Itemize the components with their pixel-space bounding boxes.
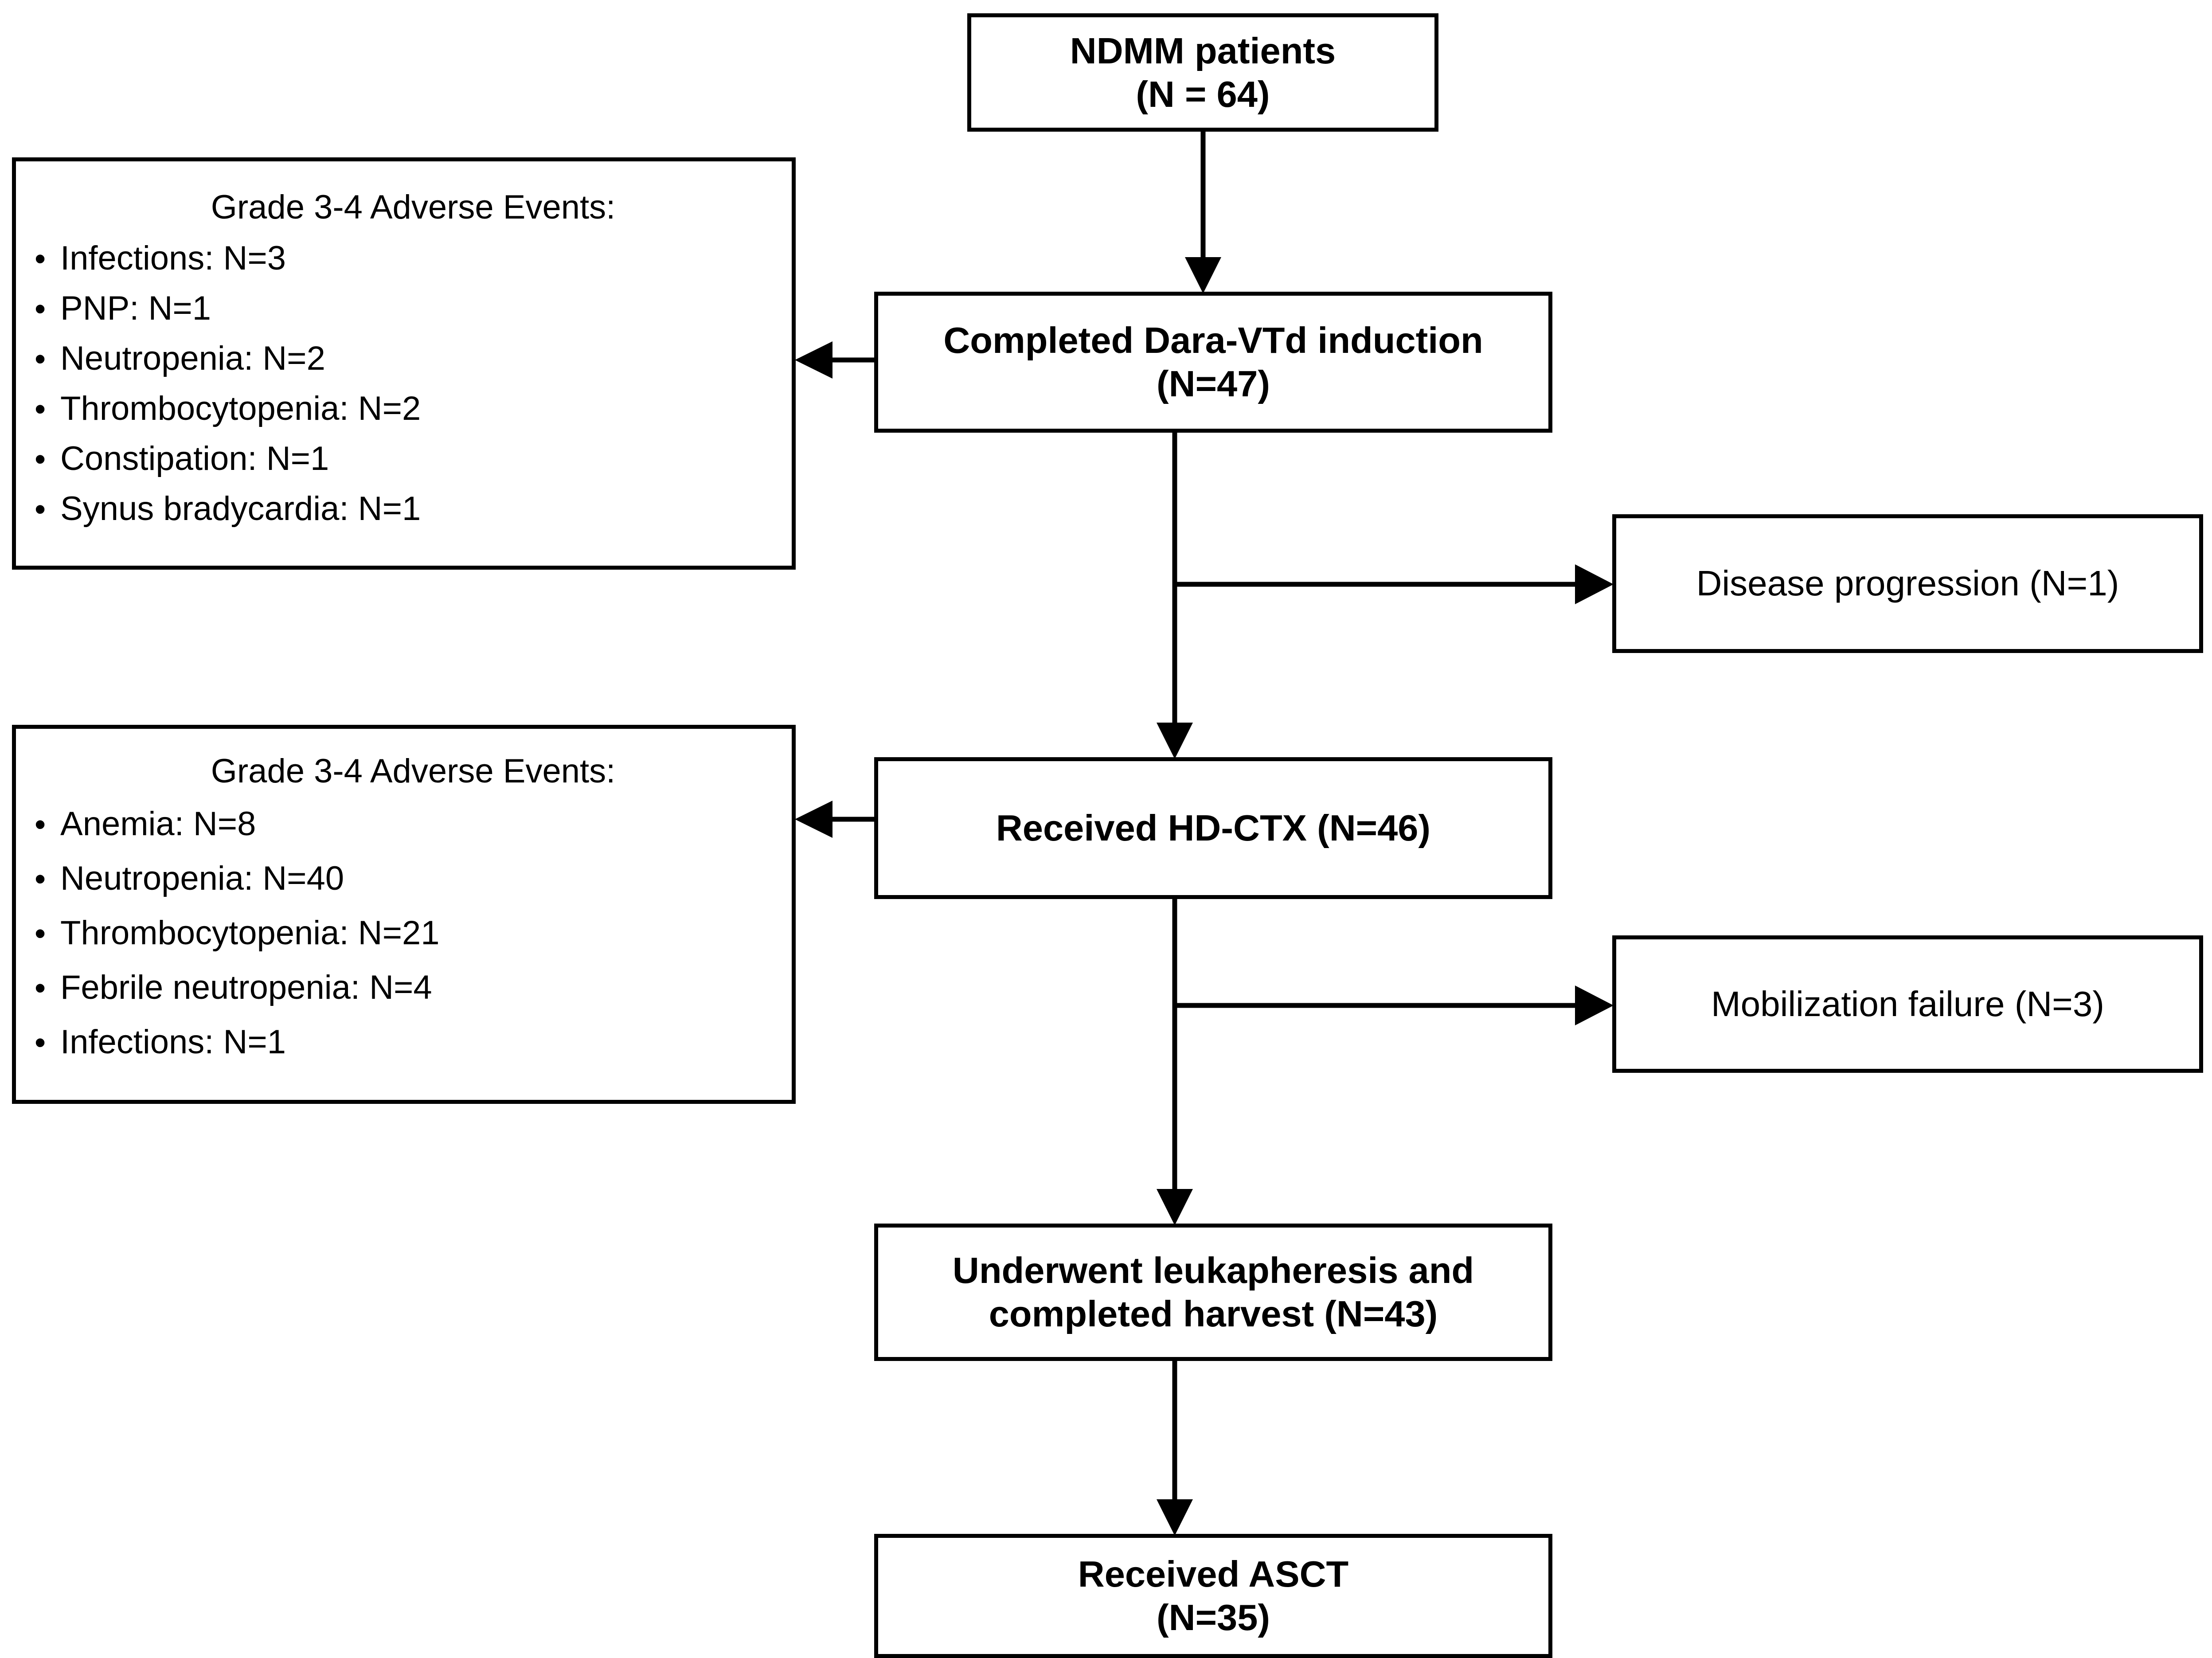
node-hd-ctx-label: Received HD-CTX (N=46)	[996, 807, 1431, 849]
adverse-events-box-after-induction: Grade 3-4 Adverse Events: • Infections: …	[12, 157, 796, 570]
arrow-ndmm-to-induction	[1185, 132, 1221, 293]
arrow-induction-to-adverse-events-1	[795, 341, 874, 379]
node-received-hd-ctx: Received HD-CTX (N=46)	[874, 757, 1552, 899]
adverse-event-1-infections: Infections: N=3	[60, 239, 286, 277]
bullet-icon: •	[35, 341, 46, 377]
list-item: • Neutropenia: N=2	[35, 339, 792, 378]
list-item: • PNP: N=1	[35, 289, 792, 328]
node-mobilization-failure-label: Mobilization failure (N=3)	[1711, 984, 2105, 1024]
node-completed-induction: Completed Dara-VTd induction (N=47)	[874, 292, 1552, 433]
node-received-asct: Received ASCT (N=35)	[874, 1534, 1552, 1658]
bullet-icon: •	[35, 441, 46, 477]
list-item: • Thrombocytopenia: N=2	[35, 389, 792, 428]
bullet-icon: •	[35, 970, 46, 1006]
node-induction-line-1: Completed Dara-VTd induction	[943, 320, 1483, 361]
node-underwent-leukapheresis: Underwent leukapheresis and completed ha…	[874, 1224, 1552, 1361]
adverse-events-title-2: Grade 3-4 Adverse Events:	[211, 752, 616, 790]
adverse-events-title-1: Grade 3-4 Adverse Events:	[211, 188, 616, 226]
bullet-icon: •	[35, 241, 46, 277]
node-mobilization-failure: Mobilization failure (N=3)	[1612, 935, 2203, 1073]
node-disease-progression: Disease progression (N=1)	[1612, 514, 2203, 653]
list-item: • Synus bradycardia: N=1	[35, 489, 792, 528]
list-item: • Infections: N=1	[35, 1023, 792, 1061]
adverse-events-list-1: • Infections: N=3 • PNP: N=1 • Neutropen…	[35, 239, 792, 540]
arrow-leukapheresis-to-asct	[1157, 1361, 1193, 1536]
bullet-icon: •	[35, 291, 46, 327]
list-item: • Constipation: N=1	[35, 439, 792, 478]
list-item: • Febrile neutropenia: N=4	[35, 968, 792, 1007]
adverse-event-2-neutropenia: Neutropenia: N=40	[60, 859, 344, 897]
node-induction-line-2: (N=47)	[1156, 363, 1270, 404]
adverse-event-1-neutropenia: Neutropenia: N=2	[60, 339, 325, 377]
bullet-icon: •	[35, 391, 46, 427]
node-asct-line-1: Received ASCT	[1078, 1553, 1349, 1595]
adverse-event-1-thrombocytopenia: Thrombocytopenia: N=2	[60, 389, 421, 427]
node-ndmm-line-1: NDMM patients	[1070, 30, 1336, 71]
arrow-induction-to-hdctx	[1157, 433, 1193, 759]
node-ndmm-patients: NDMM patients (N = 64)	[967, 13, 1438, 132]
node-disease-progression-label: Disease progression (N=1)	[1696, 563, 2119, 603]
list-item: • Neutropenia: N=40	[35, 859, 792, 898]
bullet-icon: •	[35, 1025, 46, 1060]
node-leukapheresis-line-2: completed harvest (N=43)	[989, 1293, 1438, 1334]
bullet-icon: •	[35, 915, 46, 951]
arrow-hdctx-to-leukapheresis	[1157, 899, 1193, 1225]
arrow-induction-to-disease-progression	[1175, 564, 1614, 604]
adverse-event-2-anemia: Anemia: N=8	[60, 805, 256, 843]
adverse-event-2-febrile-neutropenia: Febrile neutropenia: N=4	[60, 968, 432, 1006]
node-asct-line-2: (N=35)	[1156, 1597, 1270, 1638]
arrow-hdctx-to-mobilization-failure	[1175, 985, 1614, 1025]
bullet-icon: •	[35, 861, 46, 897]
list-item: • Thrombocytopenia: N=21	[35, 914, 792, 952]
list-item: • Infections: N=3	[35, 239, 792, 278]
node-leukapheresis-line-1: Underwent leukapheresis and	[952, 1250, 1474, 1291]
adverse-event-1-constipation: Constipation: N=1	[60, 439, 329, 477]
bullet-icon: •	[35, 491, 46, 527]
adverse-events-box-after-hdctx: Grade 3-4 Adverse Events: • Anemia: N=8 …	[12, 725, 796, 1104]
adverse-events-list-2: • Anemia: N=8 • Neutropenia: N=40 • Thro…	[35, 805, 792, 1077]
bullet-icon: •	[35, 806, 46, 842]
adverse-event-1-pnp: PNP: N=1	[60, 289, 211, 327]
adverse-event-2-thrombocytopenia: Thrombocytopenia: N=21	[60, 914, 440, 952]
adverse-event-1-synus-bradycardia: Synus bradycardia: N=1	[60, 489, 421, 528]
node-ndmm-line-2: (N = 64)	[1136, 73, 1270, 115]
list-item: • Anemia: N=8	[35, 805, 792, 843]
arrow-hdctx-to-adverse-events-2	[795, 801, 874, 838]
adverse-event-2-infections: Infections: N=1	[60, 1023, 286, 1061]
